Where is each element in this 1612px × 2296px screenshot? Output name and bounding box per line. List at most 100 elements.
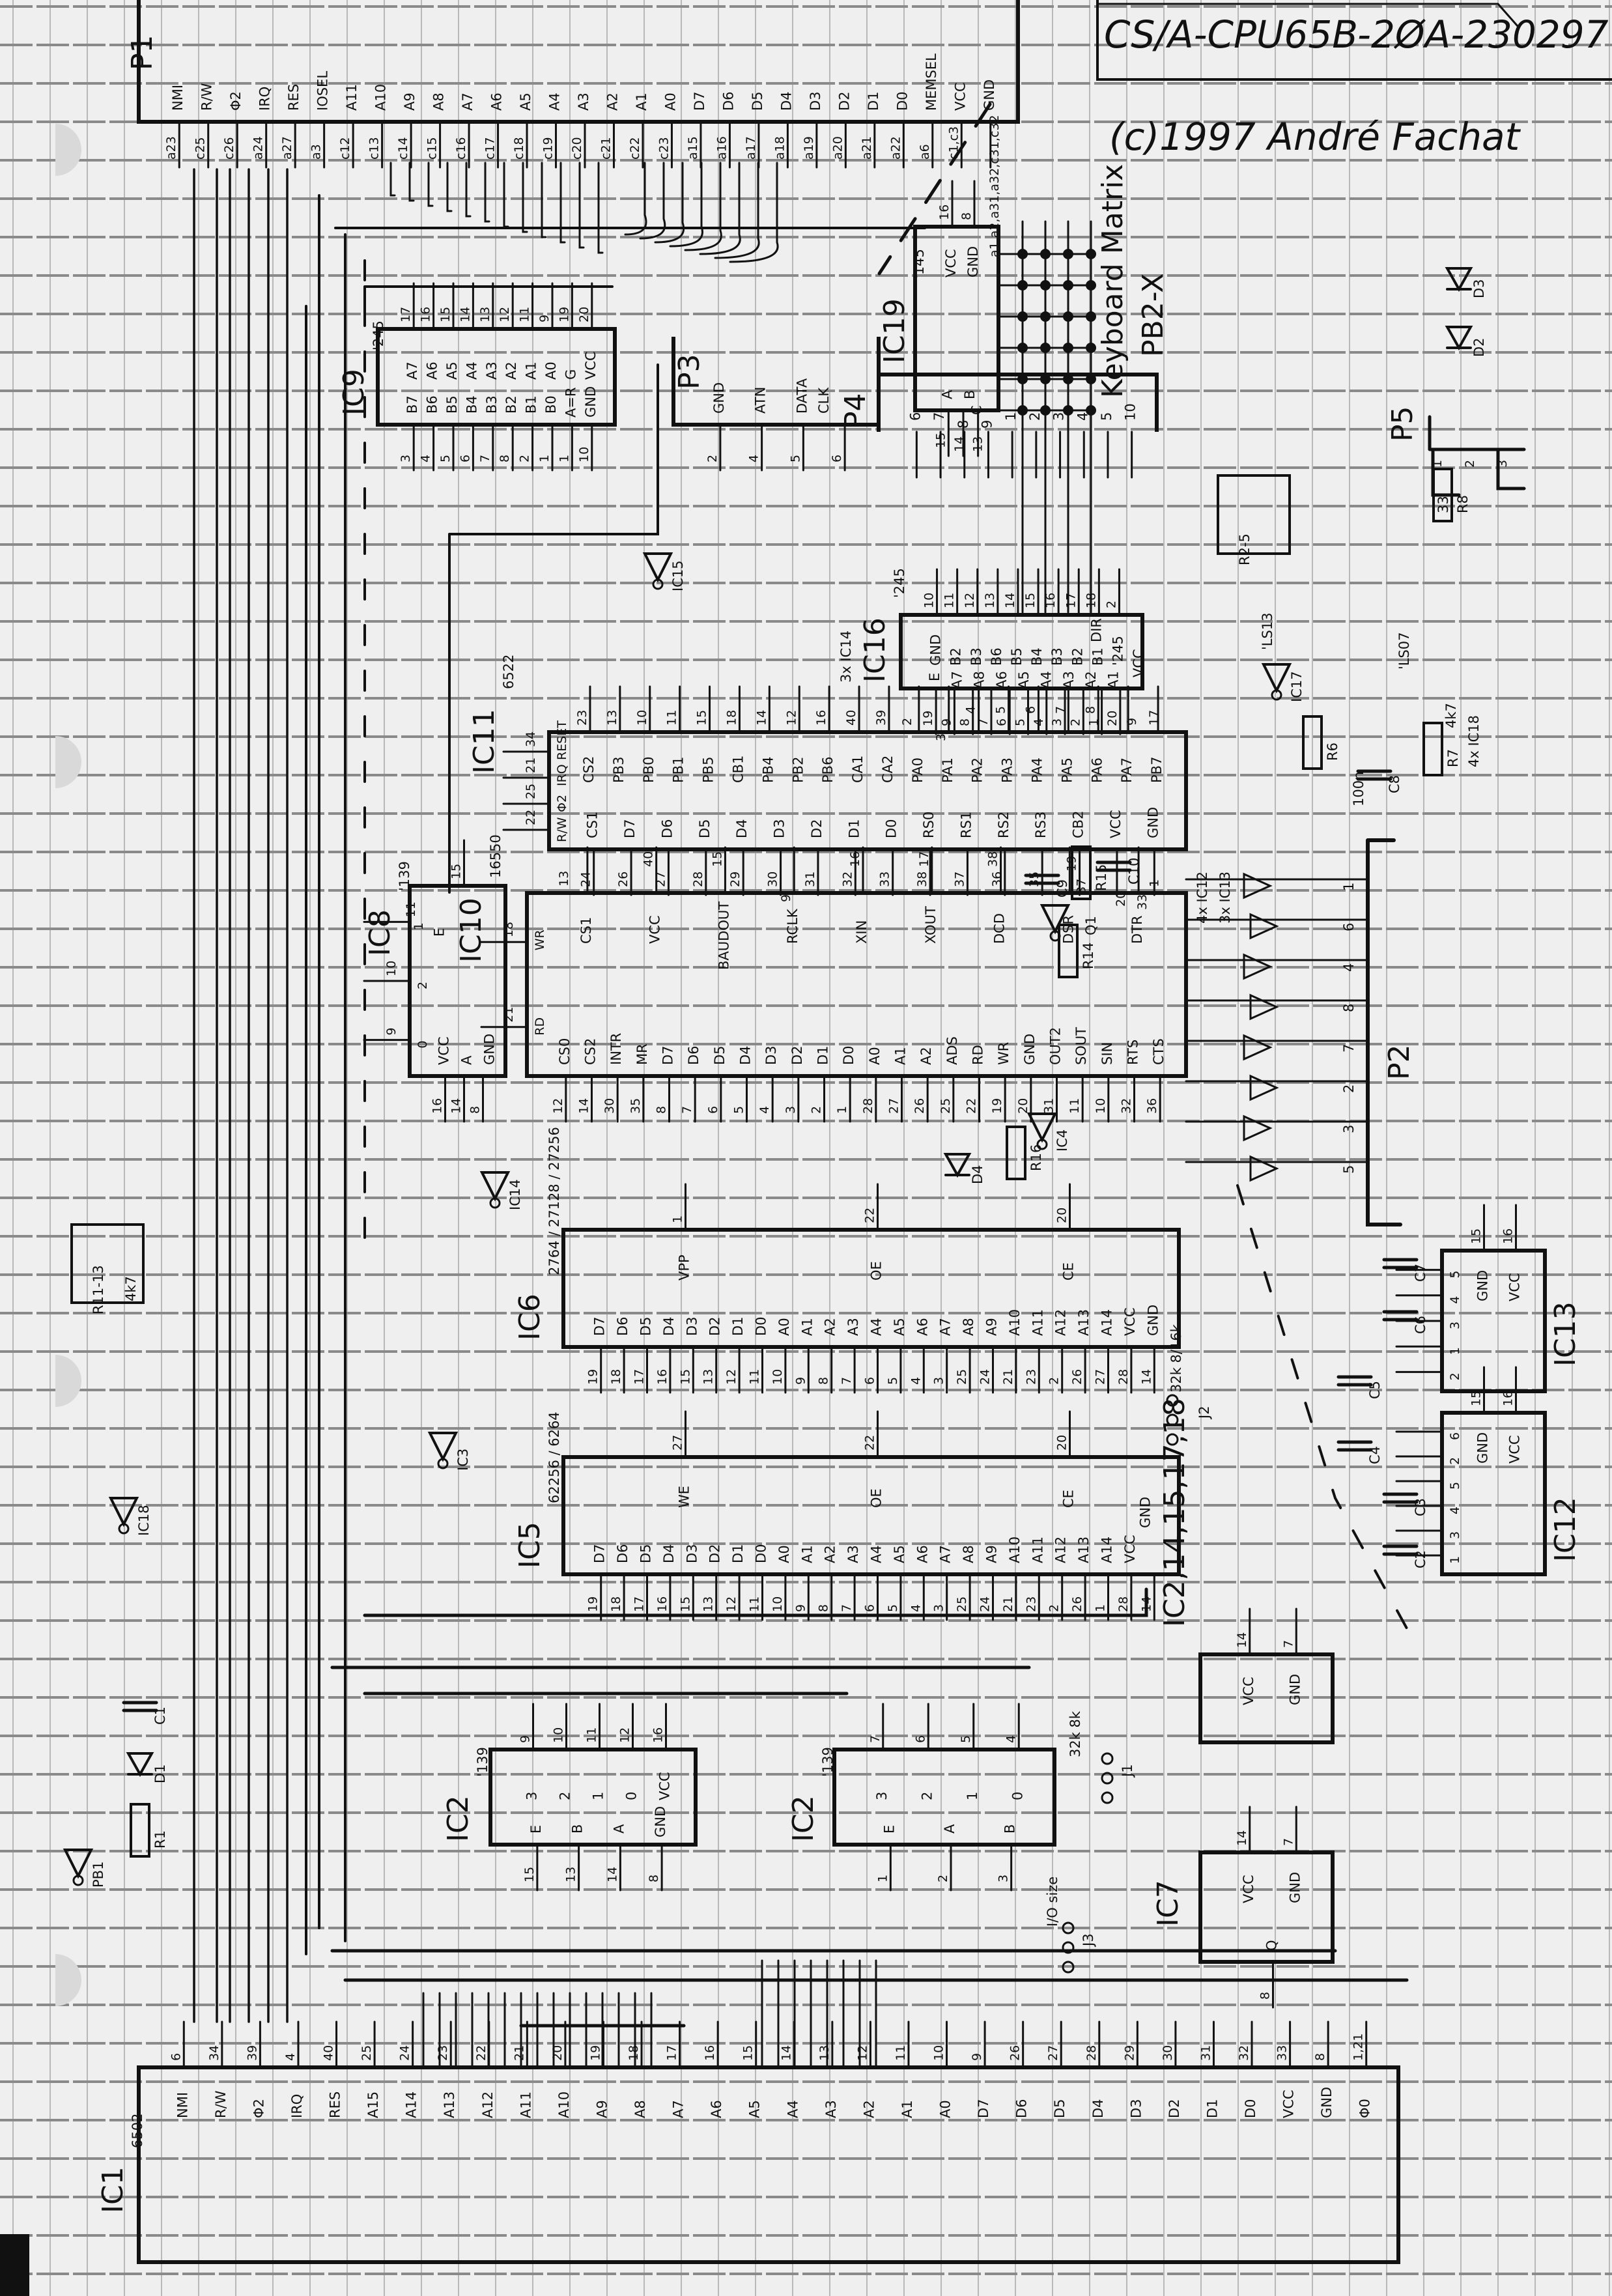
pin-label: MEMSEL — [924, 53, 939, 111]
pin-number: 21 — [512, 2045, 526, 2061]
pin-label: 6 — [907, 412, 923, 421]
pin-number: 23 — [1024, 1369, 1038, 1385]
pin-label: A — [459, 1055, 475, 1065]
pin-number: 32 — [840, 872, 855, 887]
pin-label: RD — [533, 1017, 547, 1036]
pin-label: VCC — [1507, 1435, 1523, 1464]
pin-number: 8 — [1313, 2053, 1327, 2061]
pin-label: 4 — [1448, 1296, 1462, 1304]
pin-number: 1 — [557, 455, 571, 462]
part-label: C3 — [1413, 1498, 1428, 1516]
gate-icon — [642, 552, 673, 583]
punch-hole — [55, 124, 81, 176]
pin-label: D5 — [750, 91, 765, 111]
pin-label: VCC — [583, 351, 599, 380]
pin-number: 11 — [665, 710, 679, 726]
pin-label: 5 — [1448, 1482, 1462, 1490]
pin-label: XIN — [854, 920, 870, 944]
chip-outline — [408, 884, 507, 1078]
jumper-pin-icon — [1166, 1394, 1179, 1407]
components: P1NMIa23R/Wc25Φ2c26IRQa24RESa27IOSELa3A1… — [96, 0, 1582, 2264]
jumper-pin-icon — [1166, 1433, 1179, 1446]
pin-label: A9 — [984, 1318, 1000, 1336]
pin-label: B4 — [464, 395, 479, 414]
chip-name: IC7 — [1152, 1880, 1185, 1927]
chip-outline — [913, 225, 1000, 412]
pin-label: A0 — [776, 1318, 792, 1336]
pin-number: 9 — [970, 2053, 984, 2061]
keyboard-matrix-node — [1063, 311, 1073, 322]
chip-name: IC2 — [442, 1795, 475, 1842]
capacitor-icon — [1336, 1375, 1373, 1387]
pin-number: 18 — [502, 922, 516, 937]
pin-label: A5 — [747, 2100, 763, 2118]
pin-number: 3 — [932, 1604, 946, 1612]
inverter-ic13-label: 3x IC13 — [1217, 872, 1233, 924]
pin-number: 23 — [1024, 1596, 1038, 1612]
pin-label: XOUT — [923, 906, 939, 944]
jumper-pin-icon — [1062, 1941, 1075, 1954]
pin-label: SIN — [1099, 1042, 1115, 1065]
pin-label: 1 — [965, 1792, 980, 1800]
pin-label: B2 — [948, 647, 964, 666]
jumper-pin-icon — [1101, 1752, 1114, 1765]
address-bus-wire — [578, 162, 585, 249]
pin-number: 34 — [524, 731, 538, 747]
pin-number: 9 — [939, 718, 954, 726]
chip-outline — [1198, 1850, 1335, 1964]
pin-label: A6 — [425, 361, 440, 380]
pin-number: 14 — [605, 1867, 619, 1882]
pin-number: 15 — [710, 851, 724, 867]
pin-label: A8 — [431, 92, 447, 111]
p2-pin-number: 6 — [1341, 923, 1357, 931]
capacitor-icon — [1356, 769, 1393, 781]
line-driver-icon — [1249, 913, 1279, 940]
pin-label: A5 — [892, 1545, 907, 1563]
pin-label: A5 — [444, 361, 460, 380]
pin-label: CE — [1061, 1490, 1077, 1508]
chip-type: '139 — [397, 861, 412, 891]
pin-number: 20 — [1055, 1208, 1069, 1223]
gate-icon — [479, 1171, 511, 1202]
pin-label: PA7 — [1119, 758, 1135, 783]
pin-number: 13 — [971, 436, 985, 452]
chip-outline — [877, 373, 1159, 432]
pin-label: D3 — [772, 819, 787, 838]
pin-label: A9 — [402, 92, 417, 111]
part-label: C8 — [1387, 775, 1402, 793]
pin-label: A6 — [709, 2100, 724, 2118]
pin-number: a18 — [772, 136, 787, 160]
address-bus-wire — [503, 162, 509, 228]
pin-label: NMI — [170, 85, 186, 111]
pin-number: 6 — [1023, 706, 1038, 714]
pin-number: 25 — [955, 1596, 969, 1612]
pin-label: B6 — [425, 395, 440, 414]
pin-number: 2 — [1068, 718, 1082, 726]
part-q1: Q1 — [1039, 904, 1099, 942]
pin-label: WR — [533, 929, 547, 950]
pin-label: D4 — [734, 819, 750, 838]
pin-label: CTS — [1151, 1038, 1167, 1065]
part-ic14: IC14 — [479, 1171, 523, 1210]
pin-label: PB3 — [611, 757, 627, 783]
part-label: IC14 — [507, 1179, 523, 1210]
pin-number: 15 — [695, 710, 709, 726]
pin-number: 5 — [438, 455, 453, 462]
pin-label: B2 — [503, 395, 519, 414]
resistor-icon — [1071, 845, 1092, 900]
pin-label: D6 — [686, 1045, 701, 1065]
pin-number: 8 — [468, 1106, 483, 1114]
pin-number: 13 — [817, 2045, 832, 2061]
pin-label: D4 — [778, 91, 794, 111]
part-label: Q1 — [1083, 916, 1099, 935]
part-label: C9 — [1054, 879, 1070, 898]
pin-number: 9 — [793, 1604, 808, 1612]
part-label: C1 — [152, 1707, 168, 1725]
resistor-icon — [1302, 715, 1323, 770]
pin-number: 17 — [632, 1596, 647, 1612]
pin-label: 3 — [1448, 1531, 1462, 1539]
pin-number: 26 — [1070, 1596, 1084, 1612]
pin-number: 21 — [1001, 1369, 1015, 1385]
pin-number: 10 — [577, 447, 591, 462]
chip-name: IC1 — [96, 2166, 130, 2213]
